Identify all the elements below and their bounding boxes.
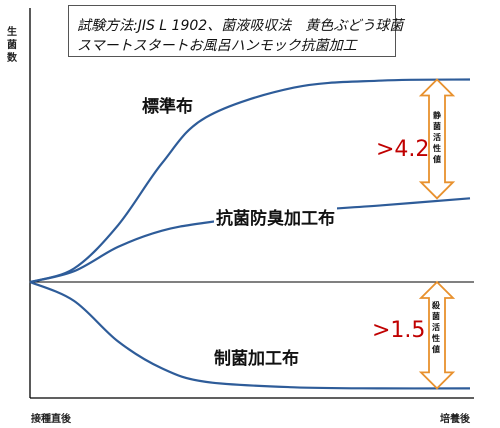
bactericidal-activity-label: 殺菌活性値 bbox=[431, 300, 441, 355]
static-activity-value: >4.2 bbox=[376, 137, 430, 162]
chart-axes bbox=[29, 8, 474, 399]
series-line-standard bbox=[29, 78, 471, 284]
series-line-antibacterial bbox=[29, 197, 471, 284]
static-activity-label: 静菌活性値 bbox=[432, 110, 442, 165]
series-label-bacteriostatic: 制菌加工布 bbox=[212, 344, 301, 369]
series-line-bacteriostatic bbox=[29, 280, 471, 390]
series-label-antibacterial: 抗菌防臭加工布 bbox=[214, 204, 337, 229]
x-label-end: 培養後 bbox=[440, 414, 470, 425]
series-label-standard: 標準布 bbox=[140, 92, 195, 117]
x-label-start: 接種直後 bbox=[31, 414, 71, 425]
title-line-1: 試験方法:JIS L 1902、菌液吸収法 黄色ぶどう球菌 bbox=[77, 18, 404, 34]
method-title-box: 試験方法:JIS L 1902、菌液吸収法 黄色ぶどう球菌 スマートスタートお風… bbox=[68, 5, 403, 57]
bactericidal-activity-value: >1.5 bbox=[372, 318, 426, 343]
series-lines bbox=[29, 78, 471, 390]
y-axis-label: 生菌数 bbox=[7, 27, 17, 64]
title-line-2: スマートスタートお風呂ハンモック抗菌加工 bbox=[77, 38, 357, 54]
